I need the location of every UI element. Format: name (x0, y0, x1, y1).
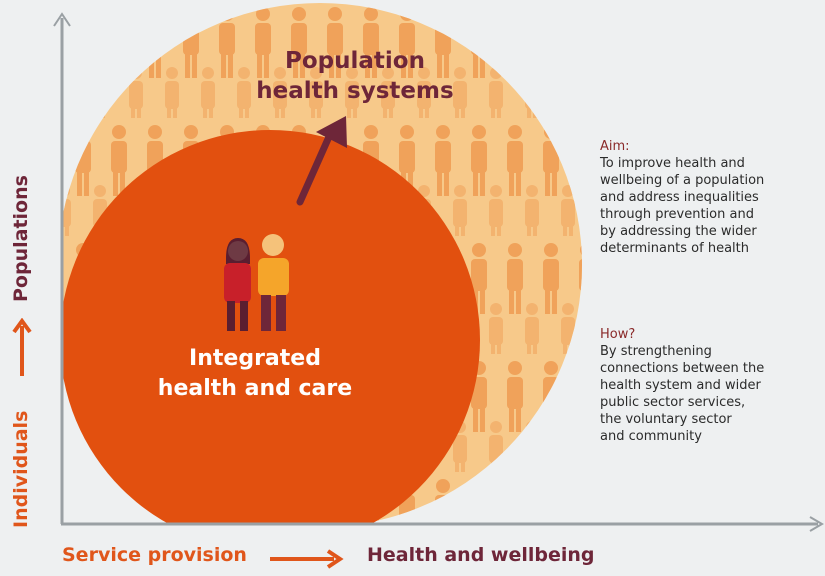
how-line: connections between the (600, 361, 765, 376)
aim-section: Aim: To improve health and wellbeing of … (600, 138, 825, 257)
y-axis-label-populations: Populations (10, 175, 32, 302)
inner-title-line1: Integrated (189, 346, 321, 371)
how-section: How? By strengthening connections betwee… (600, 326, 825, 445)
aim-line: and address inequalities (600, 190, 759, 205)
integrated-care-circle (62, 130, 480, 525)
how-line: public sector services, (600, 395, 746, 410)
outer-title-line2: health systems (256, 78, 454, 104)
person-woman-icon (224, 238, 251, 331)
aim-line: by addressing the wider (600, 224, 757, 239)
x-axis-label-service-provision: Service provision (62, 544, 247, 566)
x-axis-arrow-icon (270, 549, 344, 569)
aim-line: To improve health and (600, 156, 745, 171)
how-line: health system and wider (600, 378, 761, 393)
x-axis (61, 516, 824, 532)
aim-line: determinants of health (600, 241, 749, 256)
population-health-systems-title: Population health systems (235, 46, 475, 106)
y-axis-arrow-icon (12, 318, 32, 376)
growth-arrow-icon (296, 116, 347, 206)
integrated-health-care-title: Integrated health and care (140, 344, 370, 404)
aim-line: wellbeing of a population (600, 173, 765, 188)
outer-title-line1: Population (285, 48, 425, 74)
how-line: By strengthening (600, 344, 712, 359)
how-line: the voluntary sector (600, 412, 732, 427)
person-man-icon (258, 234, 289, 331)
y-axis-label-individuals: Individuals (10, 410, 32, 528)
inner-title-line2: health and care (157, 376, 353, 401)
aim-line: through prevention and (600, 207, 754, 222)
aim-heading: Aim: (600, 139, 630, 154)
x-axis-label-health-wellbeing: Health and wellbeing (367, 544, 595, 566)
how-line: and community (600, 429, 702, 444)
how-heading: How? (600, 327, 636, 342)
y-axis (53, 12, 71, 524)
